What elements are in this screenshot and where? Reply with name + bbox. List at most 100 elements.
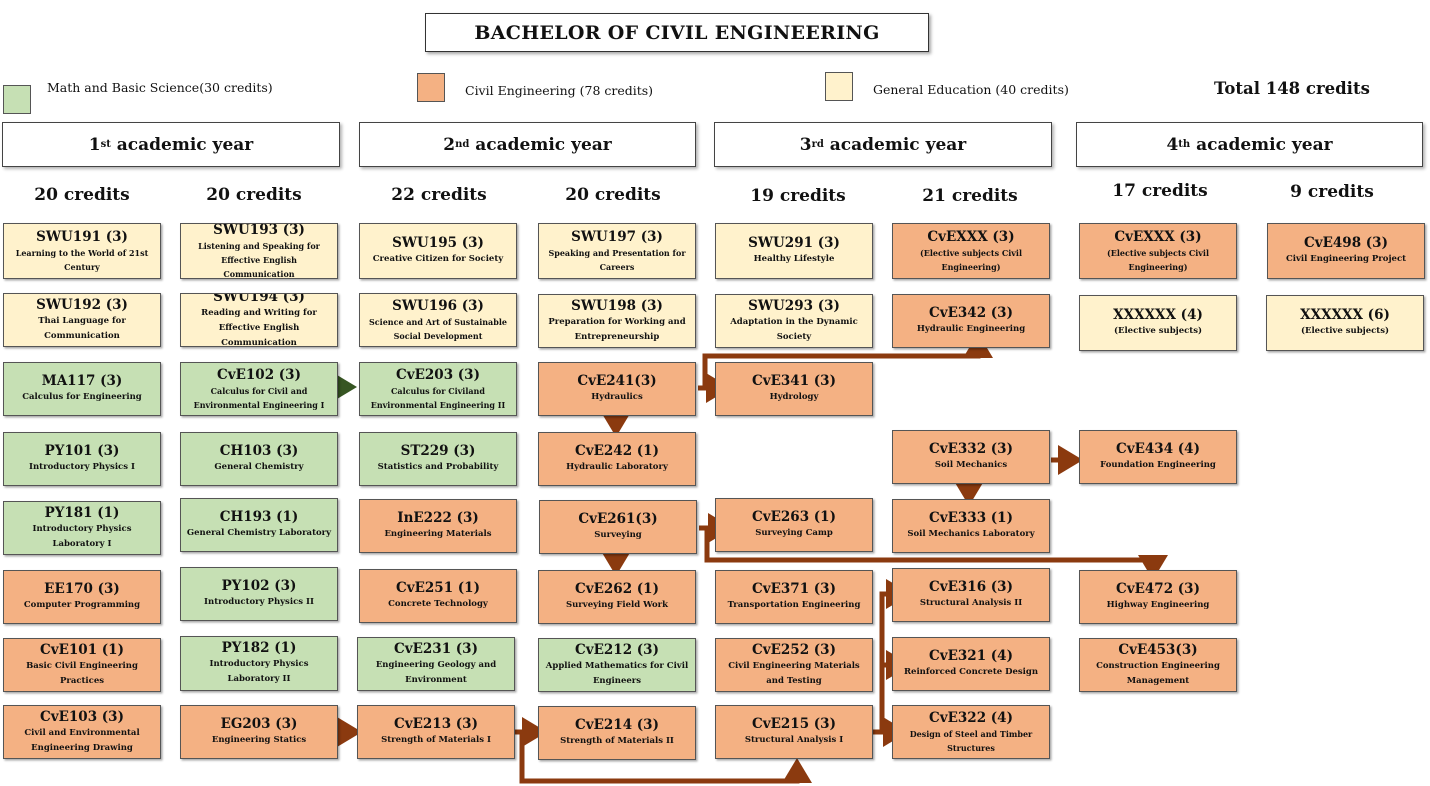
course-code: CvE371 (3) <box>752 581 836 597</box>
course-name: Surveying <box>594 530 642 540</box>
course-code: CvE231 (3) <box>394 640 478 657</box>
course-cve242[interactable]: CvE242 (1) Hydraulic Laboratory <box>538 432 696 486</box>
page-title: BACHELOR OF CIVIL ENGINEERING <box>425 13 929 52</box>
course-ee170[interactable]: EE170 (3) Computer Programming <box>3 570 161 624</box>
course-cve103[interactable]: CvE103 (3) Civil and Environmental Engin… <box>3 705 161 759</box>
course-swu195[interactable]: SWU195 (3) Creative Citizen for Society <box>359 223 517 279</box>
course-cvexxx-elective-2[interactable]: CvEXXX (3) (Elective subjects Civil Engi… <box>1079 223 1237 279</box>
course-swu192[interactable]: SWU192 (3) Thai Language for Communicati… <box>3 293 161 347</box>
course-cve203[interactable]: CvE203 (3) Calculus for Civiland Environ… <box>359 362 517 416</box>
course-swu191[interactable]: SWU191 (3) Learning to the World of 21st… <box>3 223 161 279</box>
course-code: CvEXXX (3) <box>927 228 1015 245</box>
course-swu194[interactable]: SWU194 (3) Reading and Writing for Effec… <box>180 293 338 347</box>
year-suffix: nd <box>455 139 470 150</box>
course-code: CvE203 (3) <box>396 366 480 383</box>
course-cve333[interactable]: CvE333 (1) Soil Mechanics Laboratory <box>892 499 1050 553</box>
course-code: CvE342 (3) <box>929 305 1013 321</box>
course-swu197[interactable]: SWU197 (3) Speaking and Presentation for… <box>538 223 696 279</box>
course-code: CvE263 (1) <box>752 509 836 525</box>
course-code: PY181 (1) <box>44 504 120 521</box>
course-code: CvE212 (3) <box>575 641 659 658</box>
course-py102[interactable]: PY102 (3) Introductory Physics II <box>180 567 338 621</box>
course-cve261[interactable]: CvE261(3) Surveying <box>539 500 697 554</box>
course-cve342[interactable]: CvE342 (3) Hydraulic Engineering <box>892 294 1050 348</box>
year-number: 3 <box>799 134 812 155</box>
course-cvexxx-elective-1[interactable]: CvEXXX (3) (Elective subjects Civil Engi… <box>892 223 1050 279</box>
course-cve214[interactable]: CvE214 (3) Strength of Materials II <box>538 706 696 760</box>
course-code: ST229 (3) <box>400 443 476 459</box>
course-code: SWU293 (3) <box>748 297 840 314</box>
course-name: Calculus for Civil and Environmental Eng… <box>193 385 325 410</box>
course-swu196[interactable]: SWU196 (3) Science and Art of Sustainabl… <box>359 293 517 347</box>
course-code: PY102 (3) <box>221 578 297 594</box>
course-cve102[interactable]: CvE102 (3) Calculus for Civil and Enviro… <box>180 362 338 416</box>
course-cve434[interactable]: CvE434 (4) Foundation Engineering <box>1079 430 1237 484</box>
course-swu198[interactable]: SWU198 (3) Preparation for Working and E… <box>538 294 696 348</box>
course-cve321[interactable]: CvE321 (4) Reinforced Concrete Design <box>892 637 1050 691</box>
course-name: Healthy Lifestyle <box>753 254 835 264</box>
course-ine222[interactable]: InE222 (3) Engineering Materials <box>359 499 517 553</box>
semester-credits-8: 9 credits <box>1290 182 1374 202</box>
course-name: Hydraulic Laboratory <box>566 462 668 472</box>
arrow-cve241-to-cve342 <box>702 333 993 388</box>
course-cve263[interactable]: CvE263 (1) Surveying Camp <box>715 498 873 552</box>
course-py101[interactable]: PY101 (3) Introductory Physics I <box>3 432 161 486</box>
course-name: Soil Mechanics <box>934 460 1008 470</box>
course-swu291[interactable]: SWU291 (3) Healthy Lifestyle <box>715 223 873 279</box>
course-cve341[interactable]: CvE341 (3) Hydrology <box>715 362 873 416</box>
course-cve251[interactable]: CvE251 (1) Concrete Technology <box>359 569 517 623</box>
course-cve453[interactable]: CvE453(3) Construction Engineering Manag… <box>1079 638 1237 692</box>
course-ma117[interactable]: MA117 (3) Calculus for Engineering <box>3 362 161 416</box>
course-name: Listening and Speaking for Effective Eng… <box>198 240 320 279</box>
course-cve472[interactable]: CvE472 (3) Highway Engineering <box>1079 570 1237 624</box>
course-cve101[interactable]: CvE101 (1) Basic Civil Engineering Pract… <box>3 638 161 692</box>
course-py182[interactable]: PY182 (1) Introductory Physics Laborator… <box>180 636 338 691</box>
course-st229[interactable]: ST229 (3) Statistics and Probability <box>359 432 517 486</box>
course-cve316[interactable]: CvE316 (3) Structural Analysis II <box>892 568 1050 622</box>
course-code: CvE453(3) <box>1118 641 1198 658</box>
course-name: Structural Analysis I <box>744 735 844 745</box>
course-name: Introductory Physics II <box>204 597 314 607</box>
course-ch103[interactable]: CH103 (3) General Chemistry <box>180 432 338 486</box>
course-code: XXXXXX (6) <box>1300 307 1390 323</box>
course-cve231[interactable]: CvE231 (3) Engineering Geology and Envir… <box>357 637 515 691</box>
course-name: Science and Art of Sustainable Social De… <box>369 316 507 341</box>
course-cve332[interactable]: CvE332 (3) Soil Mechanics <box>892 430 1050 484</box>
course-cve252[interactable]: CvE252 (3) Civil Engineering Materials a… <box>715 638 873 692</box>
course-name: Introductory Physics I <box>29 462 135 472</box>
course-code: PY182 (1) <box>221 640 297 656</box>
course-name: Hydraulic Engineering <box>916 324 1026 334</box>
course-code: CvE102 (3) <box>217 366 301 383</box>
course-ch193[interactable]: CH193 (1) General Chemistry Laboratory <box>180 498 338 552</box>
course-name: Construction Engineering Management <box>1096 660 1220 686</box>
legend-label-general: General Education (40 credits) <box>873 82 1069 97</box>
course-eg203[interactable]: EG203 (3) Engineering Statics <box>180 705 338 759</box>
course-xxxxxx-6[interactable]: XXXXXX (6) (Elective subjects) <box>1266 295 1424 351</box>
course-cve262[interactable]: CvE262 (1) Surveying Field Work <box>538 570 696 624</box>
course-cve212[interactable]: CvE212 (3) Applied Mathematics for Civil… <box>538 638 696 692</box>
semester-credits-7: 17 credits <box>1112 181 1208 201</box>
course-name: Thai Language for Communication <box>38 315 126 341</box>
course-code: SWU197 (3) <box>571 228 663 245</box>
course-name: Calculus for Engineering <box>22 392 142 402</box>
course-py181[interactable]: PY181 (1) Introductory Physics Laborator… <box>3 501 161 555</box>
course-code: CvE498 (3) <box>1304 235 1388 251</box>
course-name: General Chemistry Laboratory <box>186 528 332 538</box>
course-cve213[interactable]: CvE213 (3) Strength of Materials I <box>357 705 515 759</box>
course-cve371[interactable]: CvE371 (3) Transportation Engineering <box>715 570 873 624</box>
course-xxxxxx-4[interactable]: XXXXXX (4) (Elective subjects) <box>1079 295 1237 351</box>
course-cve215[interactable]: CvE215 (3) Structural Analysis I <box>715 705 873 759</box>
course-name: Surveying Field Work <box>565 600 669 610</box>
legend-swatch-math <box>3 85 31 114</box>
course-swu293[interactable]: SWU293 (3) Adaptation in the Dynamic Soc… <box>715 294 873 348</box>
total-credits: Total 148 credits <box>1214 79 1370 98</box>
course-cve241[interactable]: CvE241(3) Hydraulics <box>538 362 696 416</box>
course-swu193[interactable]: SWU193 (3) Listening and Speaking for Ef… <box>180 223 338 279</box>
course-name: Calculus for Civiland Environmental Engi… <box>370 385 506 410</box>
course-cve498[interactable]: CvE498 (3) Civil Engineering Project <box>1267 223 1425 279</box>
course-name: Civil Engineering Materials and Testing <box>728 660 860 686</box>
course-code: CvE252 (3) <box>752 641 836 658</box>
year-label: academic year <box>1190 134 1333 155</box>
course-cve322[interactable]: CvE322 (4) Design of Steel and Timber St… <box>892 705 1050 759</box>
course-code: XXXXXX (4) <box>1113 307 1203 323</box>
